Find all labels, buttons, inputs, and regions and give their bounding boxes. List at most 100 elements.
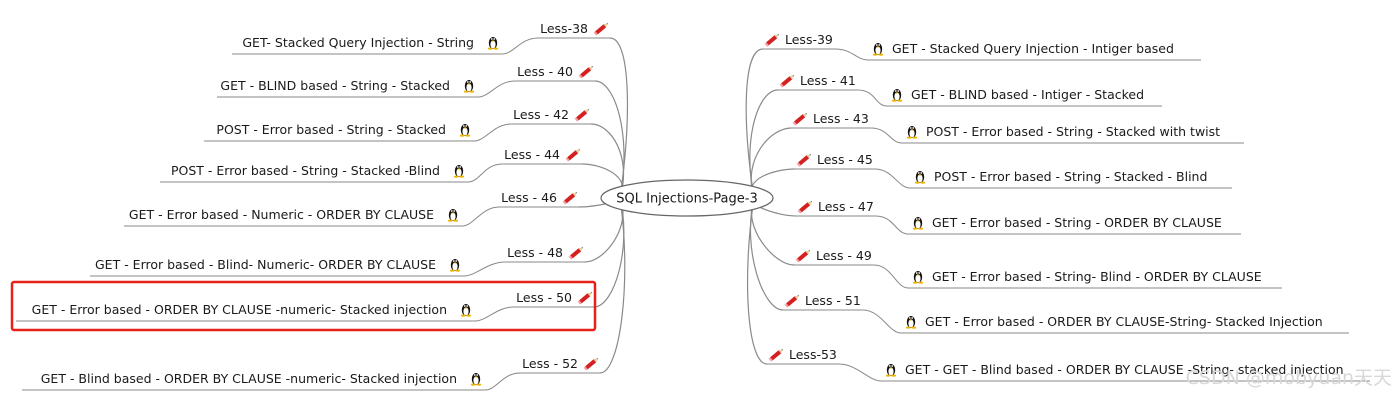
topic-label: GET - Error based - ORDER BY CLAUSE-Stri… [925, 314, 1323, 329]
topic-label: GET - Error based - String- Blind - ORDE… [932, 269, 1262, 284]
branch-curve [593, 197, 625, 308]
tux-penguin-icon [460, 304, 472, 317]
left-branch-6[interactable]: Less - 48 GET - Error based - Blind- Nume… [90, 245, 585, 277]
pencil-icon [565, 147, 582, 162]
lesson-label: Less - 50 [516, 290, 572, 305]
center-node-ellipse [600, 179, 774, 217]
tux-penguin-icon [872, 43, 884, 56]
tux-penguin-icon [470, 373, 482, 386]
tux-penguin-icon [912, 271, 924, 284]
left-branch-8[interactable]: Less - 52 GET - Blind based - ORDER BY CL… [22, 356, 600, 391]
pencil-icon [795, 248, 812, 263]
topic-connector [160, 163, 503, 183]
left-branch-4[interactable]: Less - 44 POST - Error based - String - S… [160, 147, 582, 183]
lesson-label: Less-39 [785, 32, 833, 47]
topic-connector [124, 206, 500, 227]
left-branch-2[interactable]: Less - 40 GET - BLIND based - String - St… [217, 64, 595, 98]
branch-curve [749, 197, 784, 311]
topic-label: GET - Error based - Numeric - ORDER BY C… [129, 207, 434, 222]
lesson-label: Less-38 [540, 21, 588, 36]
right-branch-2[interactable]: Less - 41 GET - BLIND based - Intiger - S… [778, 73, 1162, 107]
branch-curve [609, 37, 628, 199]
topic-connector [870, 127, 1244, 144]
lesson-label: Less-53 [789, 347, 837, 362]
pencil-icon [768, 347, 785, 362]
tux-penguin-icon [459, 124, 471, 137]
left-branch-5[interactable]: Less - 46 GET - Error based - Numeric - O… [124, 190, 579, 227]
pencil-icon [574, 107, 591, 122]
right-branch-3[interactable]: Less - 43 POST - Error based - String - S… [791, 111, 1244, 144]
center-node-label: SQL Injections-Page-3 [616, 192, 758, 207]
lesson-label: Less - 46 [501, 190, 557, 205]
lesson-label: Less - 52 [522, 356, 578, 371]
pencil-icon [562, 190, 579, 205]
lesson-label: Less - 43 [813, 111, 869, 126]
tux-penguin-icon [463, 80, 475, 93]
tux-penguin-icon [912, 217, 924, 230]
tux-penguin-icon [447, 209, 459, 222]
topic-connector [204, 123, 512, 142]
topic-label: GET - Error based - ORDER BY CLAUSE -num… [32, 302, 447, 317]
pencil-icon [568, 245, 585, 260]
topic-label: POST - Error based - String - Stacked -B… [171, 163, 440, 178]
topic-connector [873, 264, 1282, 289]
topic-label: GET - Stacked Query Injection - Intiger … [892, 41, 1174, 56]
lesson-label: Less - 49 [816, 248, 872, 263]
lesson-label: Less - 45 [817, 152, 873, 167]
topic-label: GET - BLIND based - Intiger - Stacked [911, 87, 1144, 102]
pencil-icon [779, 73, 796, 88]
tux-penguin-icon [453, 165, 465, 178]
pencil-icon [578, 64, 595, 79]
lesson-label: Less - 48 [507, 245, 563, 260]
topic-label: GET - BLIND based - String - Stacked [220, 78, 450, 93]
pencil-icon [583, 356, 600, 371]
watermark: CSDN @mobyuan天天 [1186, 367, 1392, 389]
tux-penguin-icon [905, 316, 917, 329]
topic-connector [16, 306, 515, 322]
center-node[interactable]: SQL Injections-Page-3 [600, 179, 774, 217]
tux-penguin-icon [914, 171, 926, 184]
lesson-label: Less - 51 [805, 293, 861, 308]
left-branch-3[interactable]: Less - 42 POST - Error based - String - S… [204, 107, 591, 142]
left-branch-7[interactable]: Less - 50 GET - Error based - ORDER BY CL… [16, 290, 594, 322]
topic-connector [834, 48, 1201, 61]
lesson-label: Less - 40 [517, 64, 573, 79]
topic-connector [838, 363, 1370, 382]
right-branch-7[interactable]: Less - 51 GET - Error based - ORDER BY CL… [783, 293, 1349, 334]
branch-curve [599, 197, 626, 374]
topic-label: GET - Blind based - ORDER BY CLAUSE -num… [41, 371, 457, 386]
branch-curve [746, 197, 768, 365]
right-branch-4[interactable]: Less - 45 POST - Error based - String - S… [795, 152, 1232, 189]
topic-connector [90, 261, 506, 277]
topic-label: GET - Error based - String - ORDER BY CL… [932, 215, 1222, 230]
pencil-icon [784, 293, 801, 308]
topic-label: GET - Error based - Blind- Numeric- ORDE… [95, 257, 436, 272]
lesson-label: Less - 41 [800, 73, 856, 88]
topic-connector [857, 89, 1162, 107]
topic-label: POST - Error based - String - Stacked [216, 122, 446, 137]
lesson-label: Less - 44 [504, 147, 560, 162]
tux-penguin-icon [885, 364, 897, 377]
tux-penguin-icon [449, 259, 461, 272]
pencil-icon [577, 290, 594, 305]
tux-penguin-icon [487, 37, 499, 50]
right-branch-6[interactable]: Less - 49 GET - Error based - String- Bli… [794, 248, 1282, 289]
topic-connector [217, 80, 516, 98]
pencil-icon [764, 32, 781, 47]
tux-penguin-icon [906, 126, 918, 139]
highlight-box [10, 280, 597, 332]
topic-label: POST - Error based - String - Stacked wi… [926, 124, 1220, 139]
topic-label: GET- Stacked Query Injection - String [242, 35, 474, 50]
lesson-label: Less - 42 [513, 107, 569, 122]
topic-label: POST - Error based - String - Stacked - … [934, 169, 1207, 184]
topic-connector [874, 168, 1232, 189]
topic-connector [22, 372, 521, 391]
topic-connector [232, 37, 539, 55]
pencil-icon [796, 152, 813, 167]
branch-curve [745, 48, 764, 199]
